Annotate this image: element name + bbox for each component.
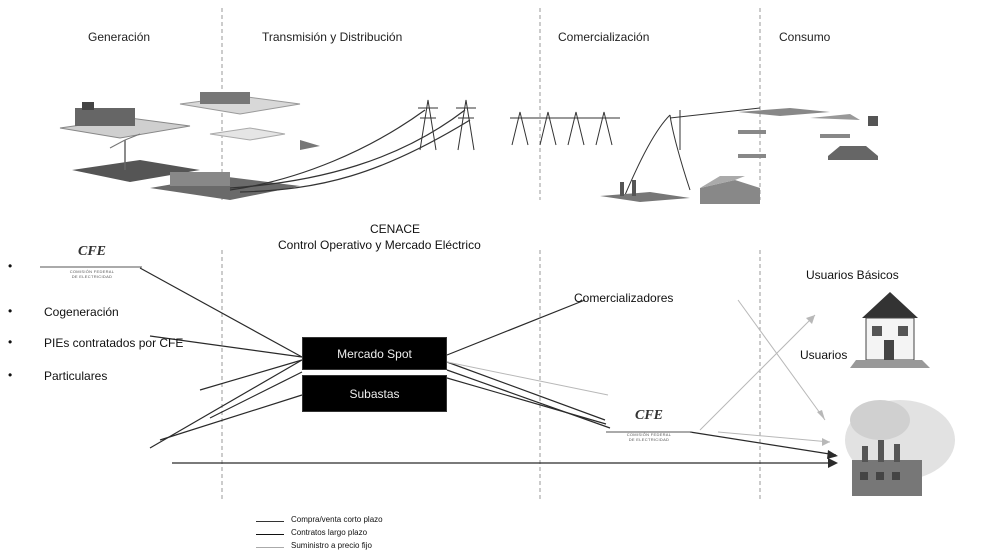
generation-illustration [59, 92, 320, 200]
bullet-cfe: • [8, 259, 13, 273]
header-generacion: Generación [88, 30, 151, 44]
comercializadores-label: Comercializadores [574, 291, 674, 305]
consumption-illustration [738, 108, 878, 160]
mercado-spot-box: Mercado Spot [302, 337, 447, 370]
arrowheads-dark [827, 450, 838, 468]
control-label: Control Operativo y Mercado Eléctrico [278, 238, 481, 252]
arrowheads-light [806, 315, 830, 446]
factory-illustration [845, 400, 955, 496]
legend-line-largo [256, 534, 284, 535]
usuarios-basicos-label: Usuarios Básicos [806, 268, 899, 282]
bullet-1: • [8, 304, 13, 318]
subastas-box: Subastas [302, 375, 447, 412]
light-lines [446, 299, 831, 443]
legend-largo: Contratos largo plazo [291, 528, 368, 537]
cfe-logo-word: CFE [77, 244, 106, 259]
bullet-2: • [8, 335, 13, 349]
cfe-logo-left: CFE COMISIÓN FEDERAL DE ELECTRICIDAD [44, 244, 140, 279]
legend-line-fijo [256, 547, 284, 548]
generator-lines [139, 267, 303, 449]
cfe-logo-underlines [40, 266, 692, 433]
commercial-illustration [600, 176, 760, 204]
item-pies: PIEs contratados por CFE [44, 336, 184, 350]
transmission-illustration [229, 99, 761, 196]
cfe-logo-sub1: COMISIÓN FEDERAL [69, 269, 115, 274]
cfe-logo-sub2: DE ELECTRICIDAD [71, 274, 113, 279]
header-comercializacion: Comercialización [558, 30, 650, 44]
subastas-label: Subastas [349, 386, 400, 401]
cfe-logo-right: CFE COMISIÓN FEDERAL DE ELECTRICIDAD [606, 408, 692, 442]
item-particulares: Particulares [44, 369, 108, 383]
header-transmision: Transmisión y Distribución [262, 30, 403, 44]
usuarios-label: Usuarios [800, 348, 848, 362]
legend-corto: Compra/venta corto plazo [291, 515, 383, 524]
cfe-logo-sub1-right: COMISIÓN FEDERAL [626, 432, 672, 437]
house-illustration [850, 292, 930, 368]
bullet-3: • [8, 368, 13, 382]
header-consumo: Consumo [779, 30, 831, 44]
market-right-lines [446, 299, 611, 429]
cenace-label: CENACE [370, 222, 421, 236]
legend-line-corto [256, 521, 284, 522]
legend-fijo: Suministro a precio fijo [291, 541, 372, 550]
cfe-logo-sub2-right: DE ELECTRICIDAD [628, 437, 670, 442]
mercado-spot-label: Mercado Spot [337, 346, 412, 361]
dark-right-lines [172, 431, 837, 464]
item-cogeneracion: Cogeneración [44, 305, 119, 319]
cfe-logo-word-right: CFE [634, 408, 663, 423]
